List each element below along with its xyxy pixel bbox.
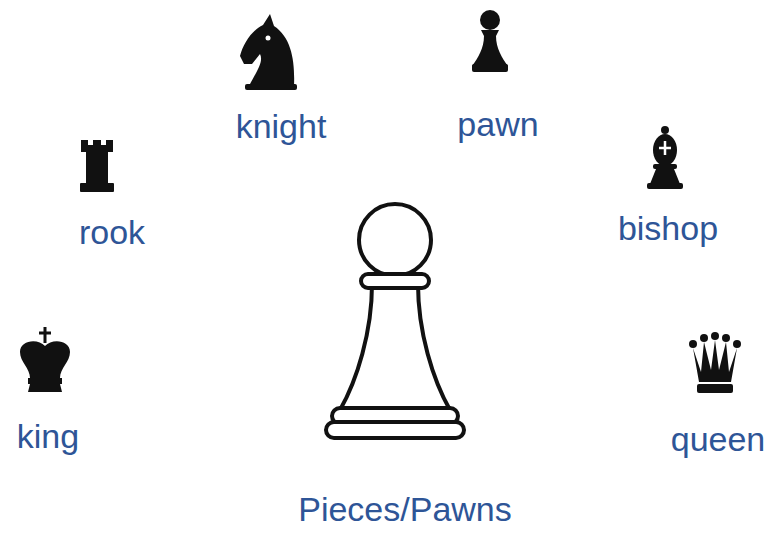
pawn-icon [472,10,508,72]
piece-label: queen [671,421,766,458]
piece-label: king [17,418,79,455]
piece-label: pawn [457,106,538,143]
queen-icon [689,332,741,393]
piece-label: rook [79,214,145,251]
knight-icon [240,14,297,90]
bishop-icon [647,126,683,189]
large-pawn-outline [326,204,464,438]
rook-icon [80,140,114,192]
piece-label: Pieces/Pawns [298,491,512,528]
piece-label: knight [236,108,327,145]
king-icon [20,327,70,392]
piece-label: bishop [618,210,718,247]
